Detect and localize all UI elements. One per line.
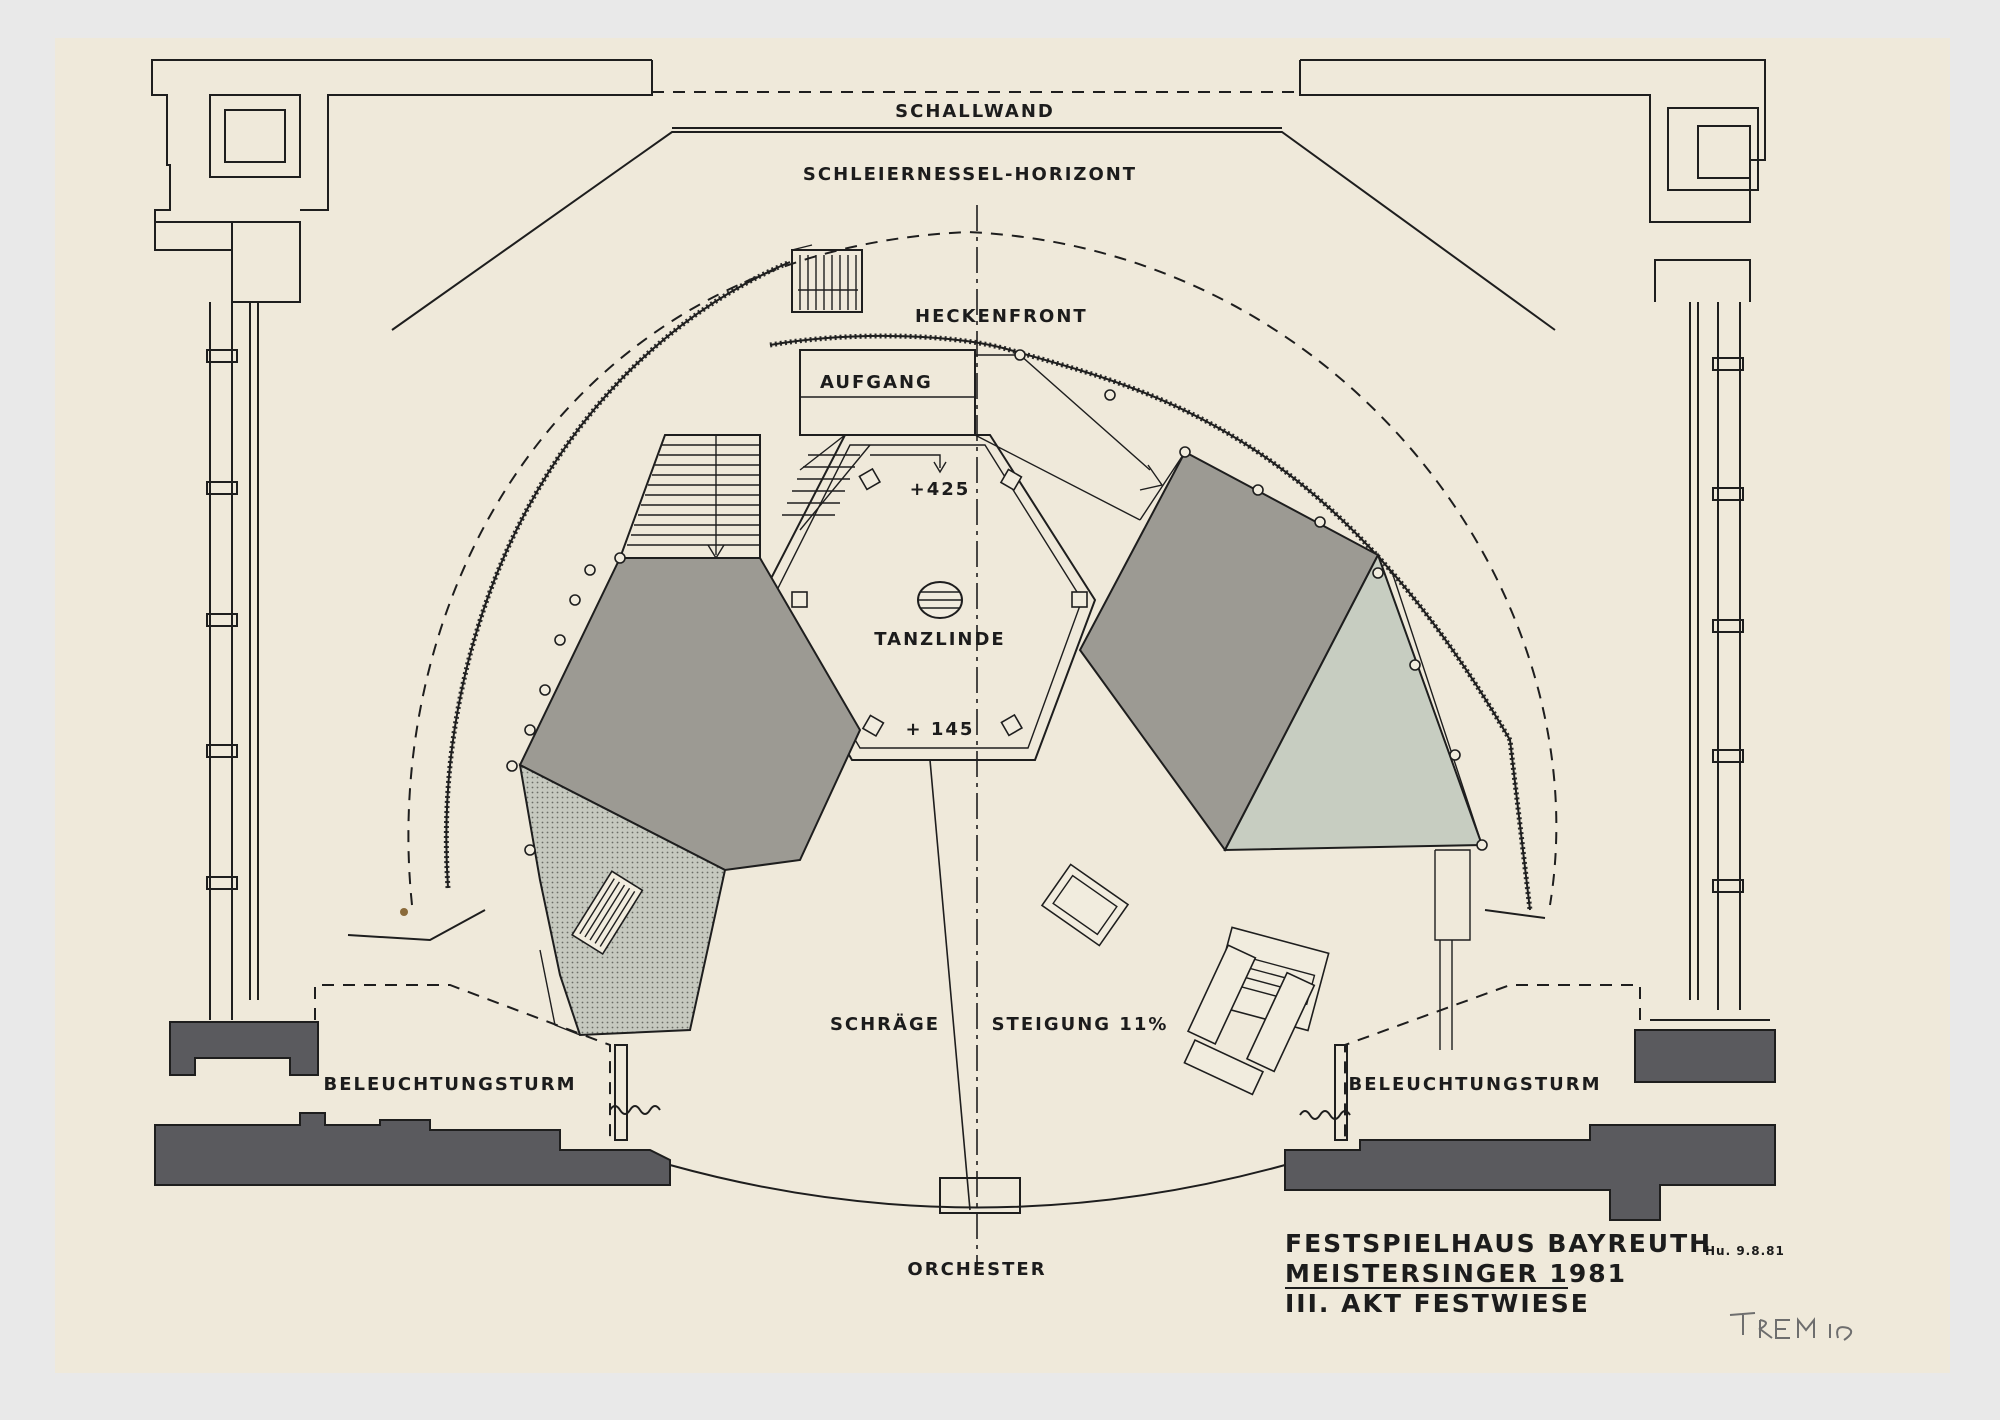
aufgang-label: AUFGANG — [820, 372, 933, 393]
orchestra-edge — [669, 1164, 1286, 1209]
schallwand-wall — [391, 127, 1556, 331]
prompter-box — [939, 1177, 1021, 1214]
beleuchtungsturm-right-label: BELEUCHTUNGSTURM — [1348, 1074, 1601, 1095]
left-platform — [506, 552, 862, 1037]
beleuchtungsturm-left-label: BELEUCHTUNGSTURM — [323, 1074, 576, 1095]
title-line-1: FESTSPIELHAUS BAYREUTH — [1285, 1229, 1712, 1258]
sightline — [929, 759, 971, 1211]
lighting-tower-right — [1284, 984, 1776, 1221]
tanzlinde-label: TANZLINDE — [874, 629, 1005, 650]
level-lower-label: + 145 — [906, 719, 975, 740]
steigung-label: STEIGUNG 11% — [992, 1014, 1169, 1035]
level-upper-label: +425 — [910, 479, 971, 500]
right-props — [1040, 849, 1471, 1096]
back-wall — [151, 59, 1766, 303]
lighting-tower-left — [154, 984, 671, 1186]
date-stamp: Hu. 9.8.81 — [1705, 1244, 1785, 1258]
right-side-wall — [1654, 259, 1751, 1010]
title-line-3: III. AKT FESTWIESE — [1285, 1289, 1590, 1318]
central-platform — [758, 434, 1097, 761]
schallwand-label: SCHALLWAND — [895, 101, 1055, 122]
orchester-label: ORCHESTER — [907, 1259, 1046, 1280]
schraege-label: SCHRÄGE — [830, 1013, 940, 1035]
pencil-annotation — [1729, 1312, 1853, 1341]
horizont-curtain-arc — [407, 230, 1558, 906]
heckenfront-label: HECKENFRONT — [915, 306, 1088, 327]
right-platform — [1014, 349, 1488, 852]
horizont-label: SCHLEIERNESSEL-HORIZONT — [803, 164, 1137, 185]
upper-stair — [791, 244, 863, 313]
title-line-2: MEISTERSINGER 1981 — [1285, 1259, 1627, 1288]
hedge-front — [347, 259, 1546, 942]
left-side-wall — [154, 222, 259, 1020]
